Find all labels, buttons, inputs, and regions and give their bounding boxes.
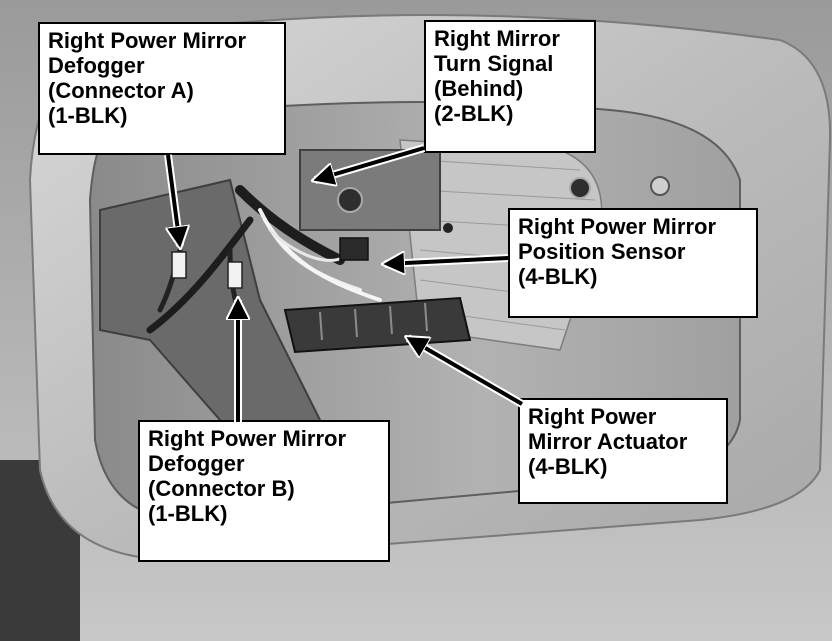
callout-position-sensor: Right Power Mirror Position Sensor (4-BL… bbox=[508, 208, 758, 318]
callout-line: (Behind) bbox=[434, 76, 524, 101]
screw-3 bbox=[650, 176, 670, 196]
callout-line: (1-BLK) bbox=[48, 103, 128, 128]
callout-defogger-connector-a: Right Power Mirror Defogger (Connector A… bbox=[38, 22, 286, 155]
screw-1 bbox=[337, 187, 363, 213]
screw-2 bbox=[569, 177, 591, 199]
callout-line: Right Power Mirror bbox=[518, 214, 717, 239]
bracket-rib bbox=[299, 149, 441, 231]
callout-actuator: Right Power Mirror Actuator (4-BLK) bbox=[518, 398, 728, 504]
callout-line: Right Mirror bbox=[434, 26, 560, 51]
callout-line: Defogger bbox=[48, 53, 145, 78]
connector-b-shape bbox=[227, 261, 243, 289]
callout-line: (1-BLK) bbox=[148, 501, 228, 526]
callout-line: Right Power bbox=[528, 404, 657, 429]
screw-4 bbox=[443, 223, 453, 233]
callout-line: (4-BLK) bbox=[528, 454, 608, 479]
callout-line: Mirror Actuator bbox=[528, 429, 688, 454]
callout-defogger-connector-b: Right Power Mirror Defogger (Connector B… bbox=[138, 420, 390, 562]
actuator-pins bbox=[319, 302, 428, 341]
callout-turn-signal: Right Mirror Turn Signal (Behind) (2-BLK… bbox=[424, 20, 596, 153]
callout-line: (2-BLK) bbox=[434, 101, 514, 126]
callout-line: Position Sensor bbox=[518, 239, 686, 264]
callout-line: (4-BLK) bbox=[518, 264, 598, 289]
callout-line: (Connector A) bbox=[48, 78, 194, 103]
callout-line: (Connector B) bbox=[148, 476, 295, 501]
callout-line: Defogger bbox=[148, 451, 245, 476]
callout-line: Right Power Mirror bbox=[148, 426, 347, 451]
connector-a-shape bbox=[171, 251, 187, 279]
callout-line: Turn Signal bbox=[434, 51, 554, 76]
position-sensor-connector bbox=[339, 237, 369, 261]
callout-line: Right Power Mirror bbox=[48, 28, 247, 53]
